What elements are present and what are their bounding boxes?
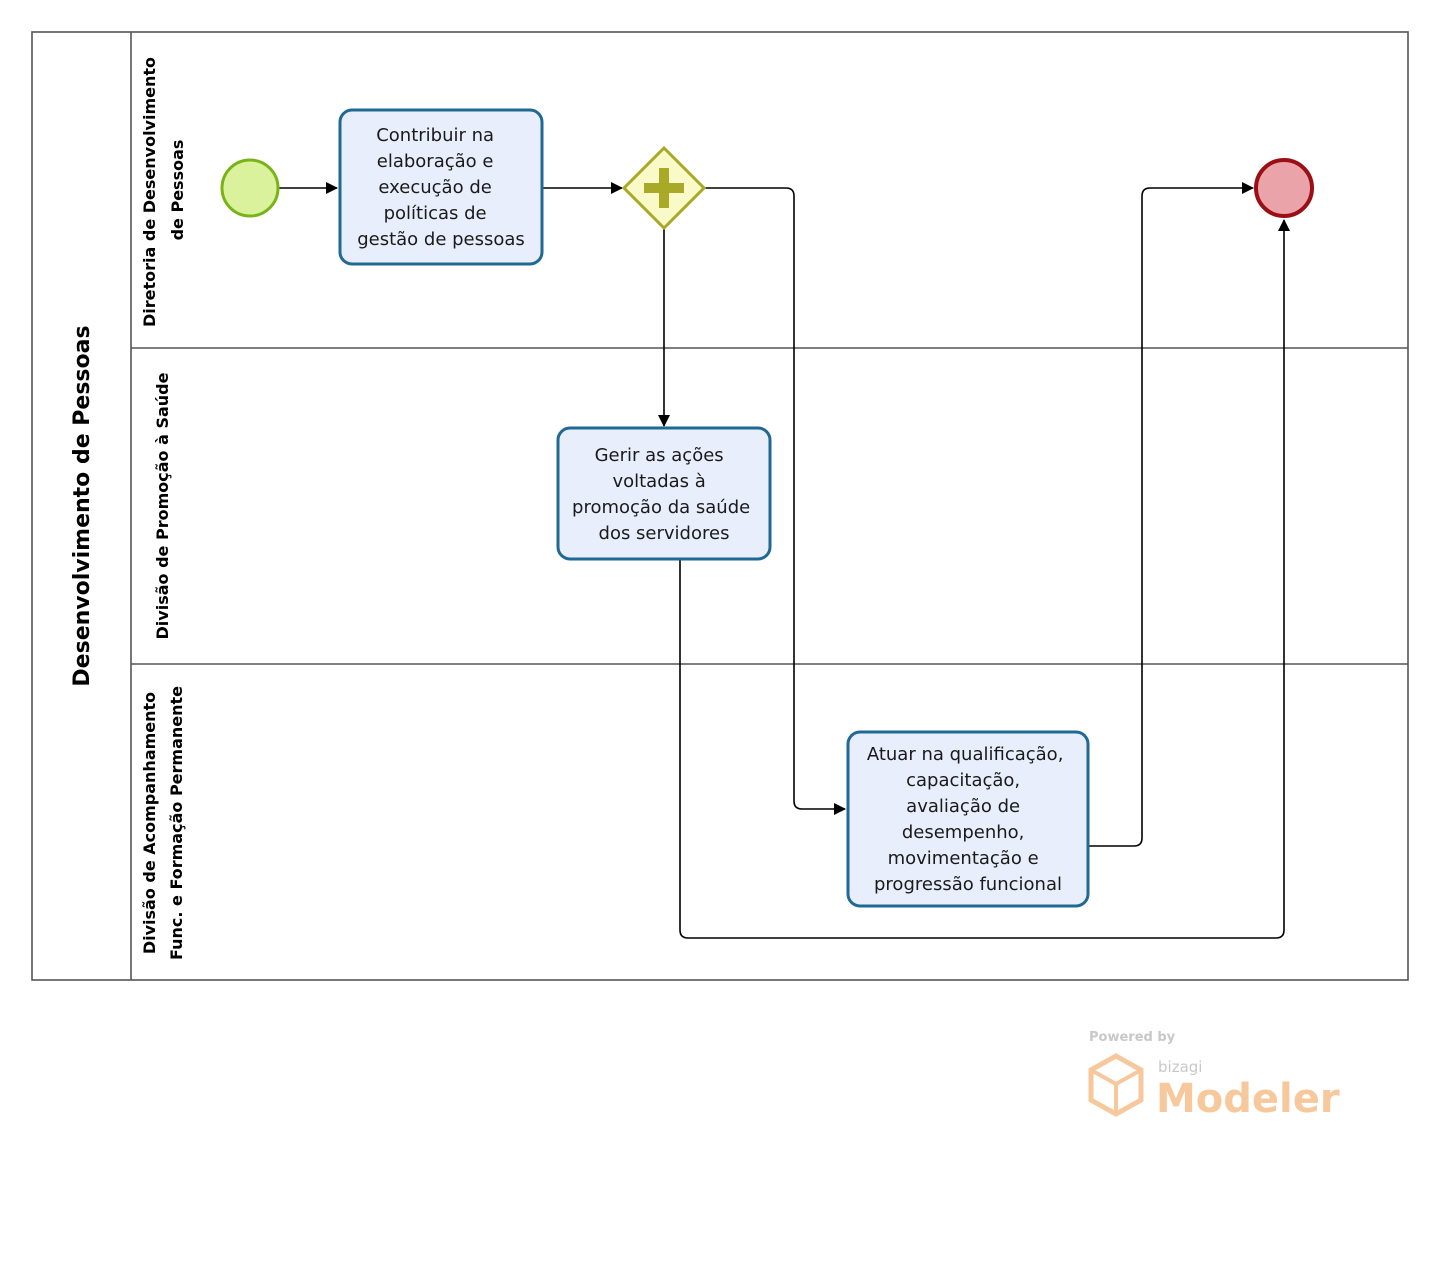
task-atuar-label: Atuar na qualificação, capacitação, aval… — [867, 744, 1069, 895]
lane-acompanhamento-label-line-2: Func. e Formação Permanente — [167, 686, 186, 960]
watermark-powered-by: Powered by — [1089, 1030, 1176, 1045]
pool-title: Desenvolvimento de Pessoas — [70, 325, 95, 686]
sequence-flows — [279, 182, 1290, 939]
lane-acompanhamento-label-line-1: Divisão de Acompanhamento — [140, 692, 159, 954]
lane-promocao[interactable]: Divisão de Promoção à Saúde — [153, 372, 172, 639]
start-event[interactable] — [220, 158, 280, 218]
watermark: Powered by bizagi Modeler — [1088, 1030, 1340, 1122]
lane-acompanhamento[interactable]: Divisão de Acompanhamento Func. e Formaç… — [140, 686, 186, 960]
task-gerir[interactable]: Gerir as ações voltadas à promoção da sa… — [556, 426, 772, 561]
lane-separators — [131, 347, 1408, 665]
flow-gerir-to-end[interactable] — [679, 219, 1290, 939]
parallel-gateway[interactable] — [621, 145, 707, 231]
lane-diretoria-label-line-1: Diretoria de Desenvolvimento — [140, 57, 159, 327]
watermark-product: Modeler — [1156, 1076, 1340, 1122]
lane-diretoria-label-line-2: de Pessoas — [168, 140, 187, 241]
lane-diretoria[interactable]: Diretoria de Desenvolvimento de Pessoas — [140, 57, 187, 327]
task-atuar[interactable]: Atuar na qualificação, capacitação, aval… — [846, 730, 1090, 908]
end-event[interactable] — [1254, 158, 1314, 218]
task-contribuir-label: Contribuir na elaboração e execução de p… — [357, 125, 525, 250]
flow-gateway-to-atuar[interactable] — [704, 187, 846, 815]
task-gerir-label: Gerir as ações voltadas à promoção da sa… — [572, 445, 756, 544]
task-contribuir[interactable]: Contribuir na elaboração e execução de p… — [338, 108, 544, 266]
flow-atuar-to-end[interactable] — [1088, 182, 1254, 847]
bizagi-logo-icon — [1088, 1053, 1144, 1117]
watermark-brand: bizagi — [1158, 1058, 1202, 1076]
lane-promocao-label-line-1: Divisão de Promoção à Saúde — [153, 372, 172, 639]
